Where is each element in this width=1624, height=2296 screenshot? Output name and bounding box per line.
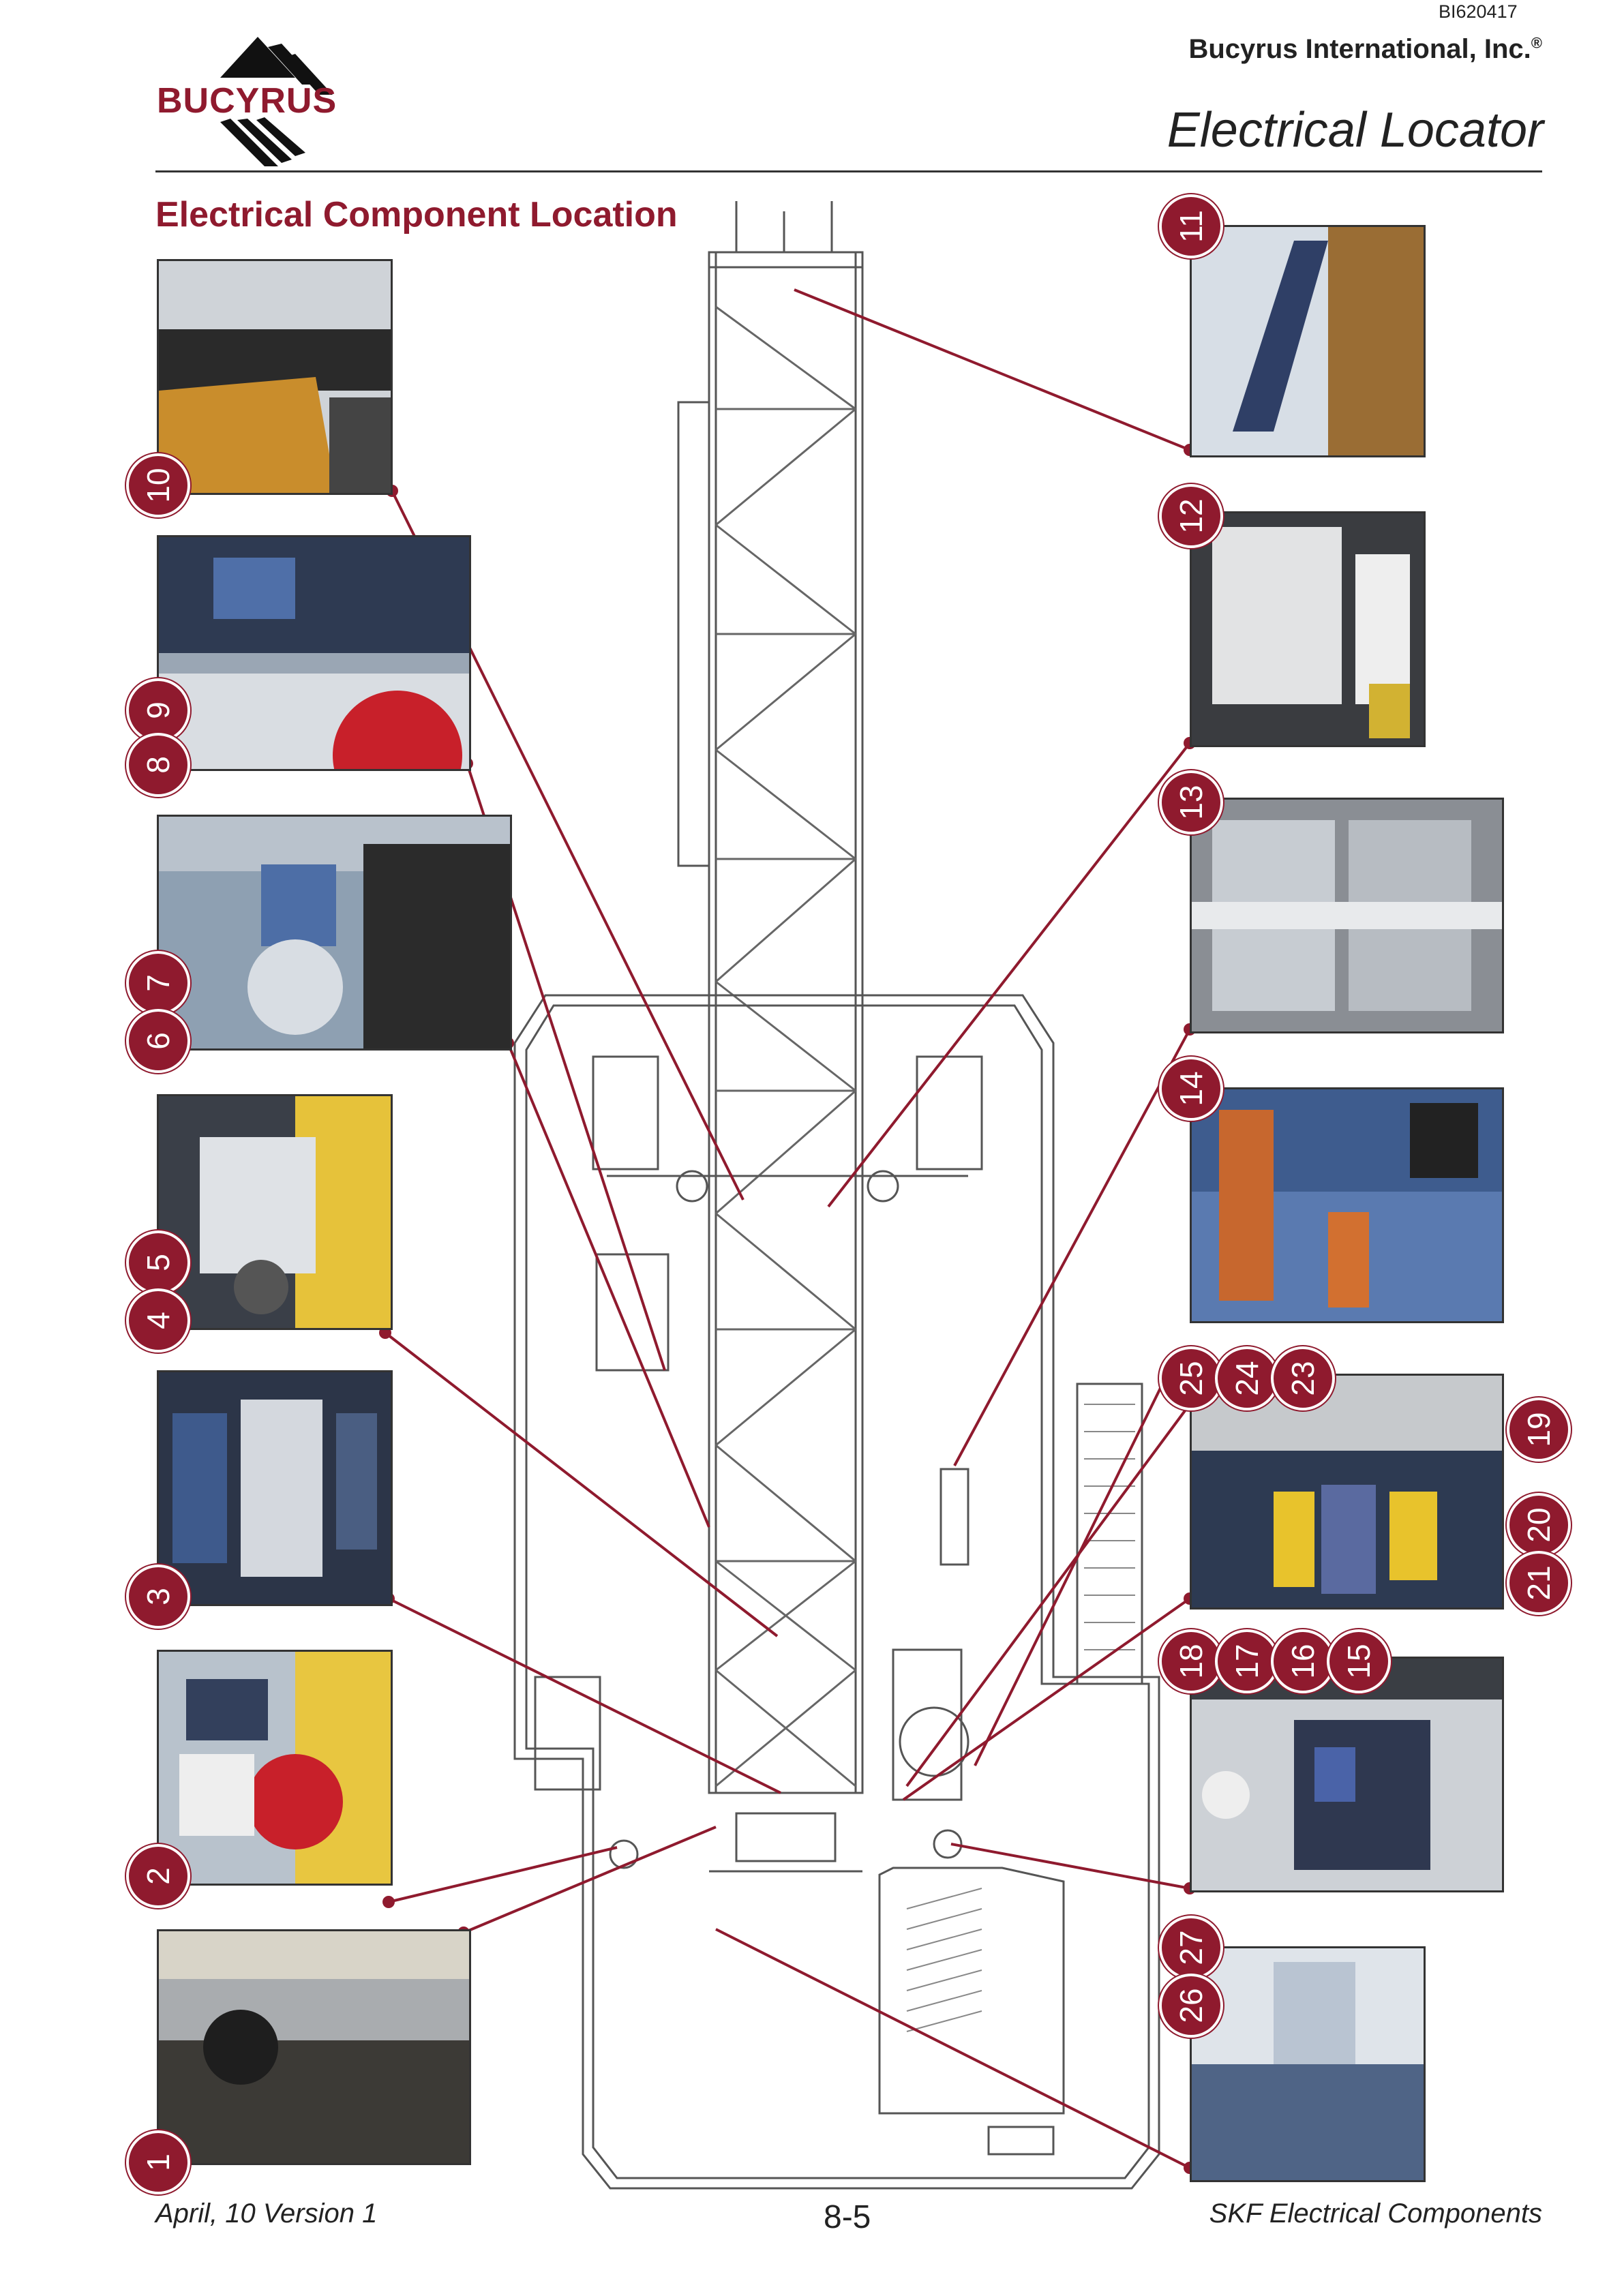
section-title: Electrical Component Location: [155, 195, 678, 235]
callout-21: 21: [1507, 1551, 1571, 1615]
callout-17: 17: [1215, 1629, 1279, 1693]
footer-section-name: SKF Electrical Components: [1209, 2199, 1542, 2229]
photo-13: [1190, 798, 1504, 1033]
photo-27-26: [1190, 1946, 1426, 2182]
callout-8: 8: [126, 733, 190, 797]
registered-mark: ®: [1531, 34, 1542, 52]
photo-10: [157, 259, 393, 495]
callout-27: 27: [1159, 1916, 1223, 1980]
callout-26: 26: [1159, 1974, 1223, 2038]
company-name-text: Bucyrus International, Inc.: [1188, 34, 1531, 64]
callout-19: 19: [1507, 1398, 1571, 1462]
callout-24: 24: [1215, 1346, 1279, 1410]
photo-3: [157, 1370, 393, 1606]
callout-2: 2: [126, 1844, 190, 1908]
callout-14: 14: [1159, 1057, 1223, 1121]
footer-date-version: April, 10 Version 1: [155, 2199, 378, 2229]
logo-text: BUCYRUS: [157, 81, 337, 121]
callout-25: 25: [1159, 1346, 1223, 1410]
callout-16: 16: [1271, 1629, 1335, 1693]
photo-2: [157, 1650, 393, 1886]
callout-3: 3: [126, 1565, 190, 1629]
callout-12: 12: [1159, 484, 1223, 548]
photo-5-4: [157, 1094, 393, 1330]
callout-4: 4: [126, 1288, 190, 1353]
company-name: Bucyrus International, Inc.®: [1188, 34, 1542, 65]
page-title: Electrical Locator: [1167, 103, 1544, 157]
callout-15: 15: [1327, 1629, 1391, 1693]
callout-13: 13: [1159, 770, 1223, 834]
photo-9-8: [157, 535, 471, 771]
photo-18-15: [1190, 1657, 1504, 1892]
callout-7: 7: [126, 951, 190, 1015]
photo-25-19: [1190, 1374, 1504, 1610]
callout-11: 11: [1159, 194, 1223, 258]
callout-1: 1: [126, 2130, 190, 2194]
photo-7-6: [157, 815, 512, 1051]
callout-5: 5: [126, 1230, 190, 1295]
photo-14: [1190, 1087, 1504, 1323]
photo-1: [157, 1929, 471, 2165]
callout-6: 6: [126, 1009, 190, 1073]
callout-18: 18: [1159, 1629, 1223, 1693]
footer-page-number: 8-5: [824, 2199, 871, 2235]
photo-12: [1190, 511, 1426, 747]
bucyrus-logo-icon: [220, 37, 333, 166]
document-code: BI620417: [1439, 1, 1518, 22]
callout-20: 20: [1507, 1493, 1571, 1557]
callout-23: 23: [1271, 1346, 1335, 1410]
photo-11: [1190, 225, 1426, 457]
header-divider: [155, 170, 1542, 172]
callout-10: 10: [126, 453, 190, 517]
